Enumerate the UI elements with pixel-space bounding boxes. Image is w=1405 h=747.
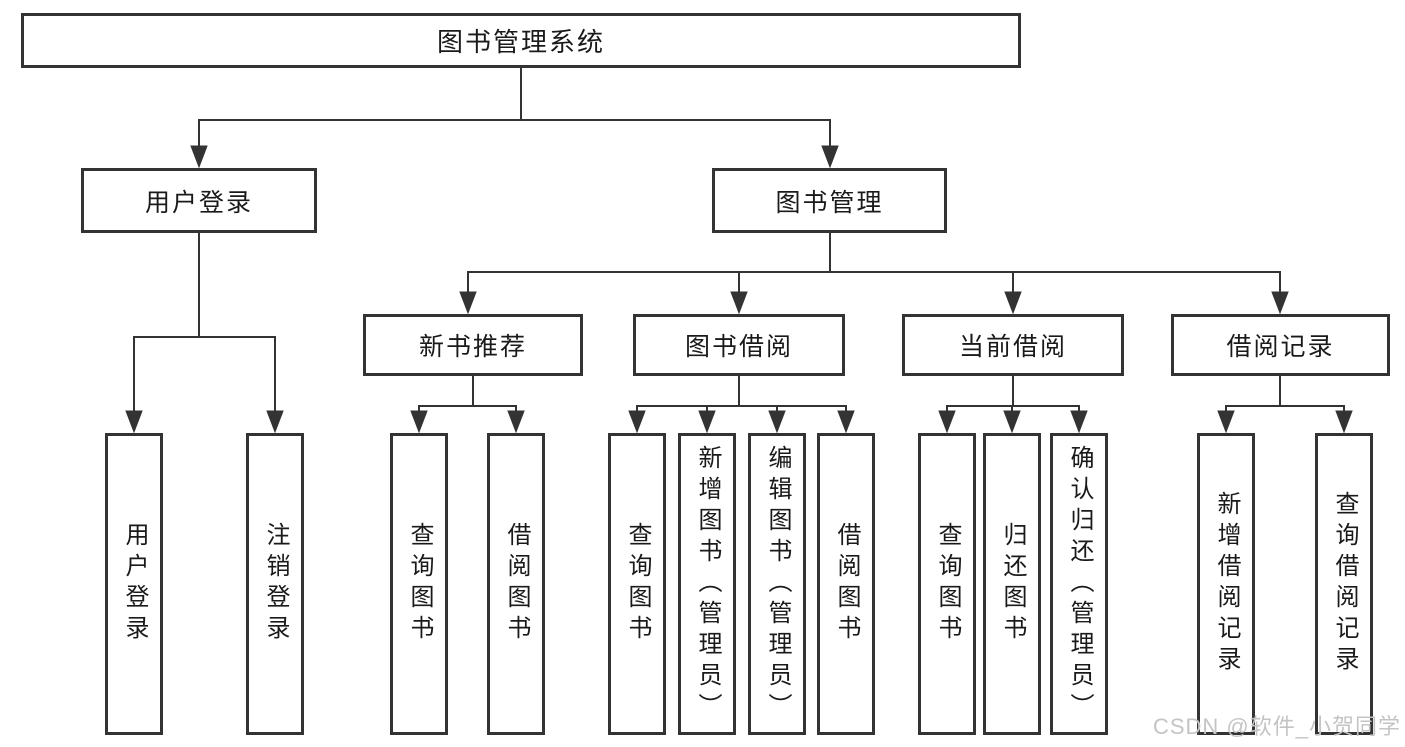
leaf-borrow-borrow-books-label: 借阅图书 <box>833 522 860 646</box>
node-book-borrow: 图书借阅 <box>633 314 845 376</box>
node-book-management: 图书管理 <box>712 168 947 233</box>
connector-records-children <box>1217 376 1353 434</box>
node-book-borrow-label: 图书借阅 <box>684 333 793 361</box>
connector-current-borrow-children <box>938 376 1088 434</box>
node-borrow-records-label: 借阅记录 <box>1226 333 1335 361</box>
node-user-login-label: 用户登录 <box>144 188 253 217</box>
leaf-newbook-borrow-books-label: 借阅图书 <box>503 522 530 646</box>
leaf-user-login-label: 用户登录 <box>121 522 148 646</box>
node-library-system: 图书管理系统 <box>21 13 1021 68</box>
leaf-records-add-record-label: 新增借阅记录 <box>1213 491 1240 677</box>
node-borrow-records: 借阅记录 <box>1171 314 1390 376</box>
leaf-current-query-books: 查询图书 <box>918 433 976 735</box>
leaf-borrow-add-books-admin: 新增图书（管理员） <box>678 433 736 735</box>
connector-book-mgmt-children <box>459 233 1289 315</box>
leaf-records-add-record: 新增借阅记录 <box>1197 433 1255 735</box>
connector-new-book-children <box>410 376 525 434</box>
leaf-user-login: 用户登录 <box>105 433 163 735</box>
leaf-records-query-record: 查询借阅记录 <box>1315 433 1373 735</box>
leaf-borrow-add-books-admin-label: 新增图书（管理员） <box>694 444 721 724</box>
node-user-login: 用户登录 <box>81 168 317 233</box>
leaf-borrow-edit-books-admin: 编辑图书（管理员） <box>748 433 806 735</box>
leaf-borrow-query-books-label: 查询图书 <box>624 522 651 646</box>
leaf-current-return-books: 归还图书 <box>983 433 1041 735</box>
leaf-current-query-books-label: 查询图书 <box>934 522 961 646</box>
node-new-book-recommend: 新书推荐 <box>363 314 583 376</box>
node-book-management-label: 图书管理 <box>775 188 884 217</box>
node-library-system-label: 图书管理系统 <box>436 27 605 57</box>
leaf-current-confirm-return-admin: 确认归还（管理员） <box>1050 433 1108 735</box>
csdn-watermark: CSDN @软件_小贺同学 <box>1152 714 1401 739</box>
leaf-borrow-borrow-books: 借阅图书 <box>817 433 875 735</box>
leaf-current-return-books-label: 归还图书 <box>999 522 1026 646</box>
node-new-book-recommend-label: 新书推荐 <box>418 333 527 361</box>
node-current-borrow: 当前借阅 <box>902 314 1124 376</box>
leaf-newbook-query-books-label: 查询图书 <box>406 522 433 646</box>
leaf-newbook-borrow-books: 借阅图书 <box>487 433 545 735</box>
leaf-records-query-record-label: 查询借阅记录 <box>1331 491 1358 677</box>
node-current-borrow-label: 当前借阅 <box>958 333 1067 361</box>
connector-user-login-children <box>125 233 284 434</box>
leaf-current-confirm-return-admin-label: 确认归还（管理员） <box>1066 444 1093 724</box>
connector-root-to-level2 <box>190 68 839 169</box>
leaf-borrow-query-books: 查询图书 <box>608 433 666 735</box>
leaf-borrow-edit-books-admin-label: 编辑图书（管理员） <box>764 444 791 724</box>
connector-book-borrow-children <box>628 376 855 434</box>
leaf-logout-label: 注销登录 <box>262 522 289 646</box>
leaf-newbook-query-books: 查询图书 <box>390 433 448 735</box>
leaf-logout: 注销登录 <box>246 433 304 735</box>
